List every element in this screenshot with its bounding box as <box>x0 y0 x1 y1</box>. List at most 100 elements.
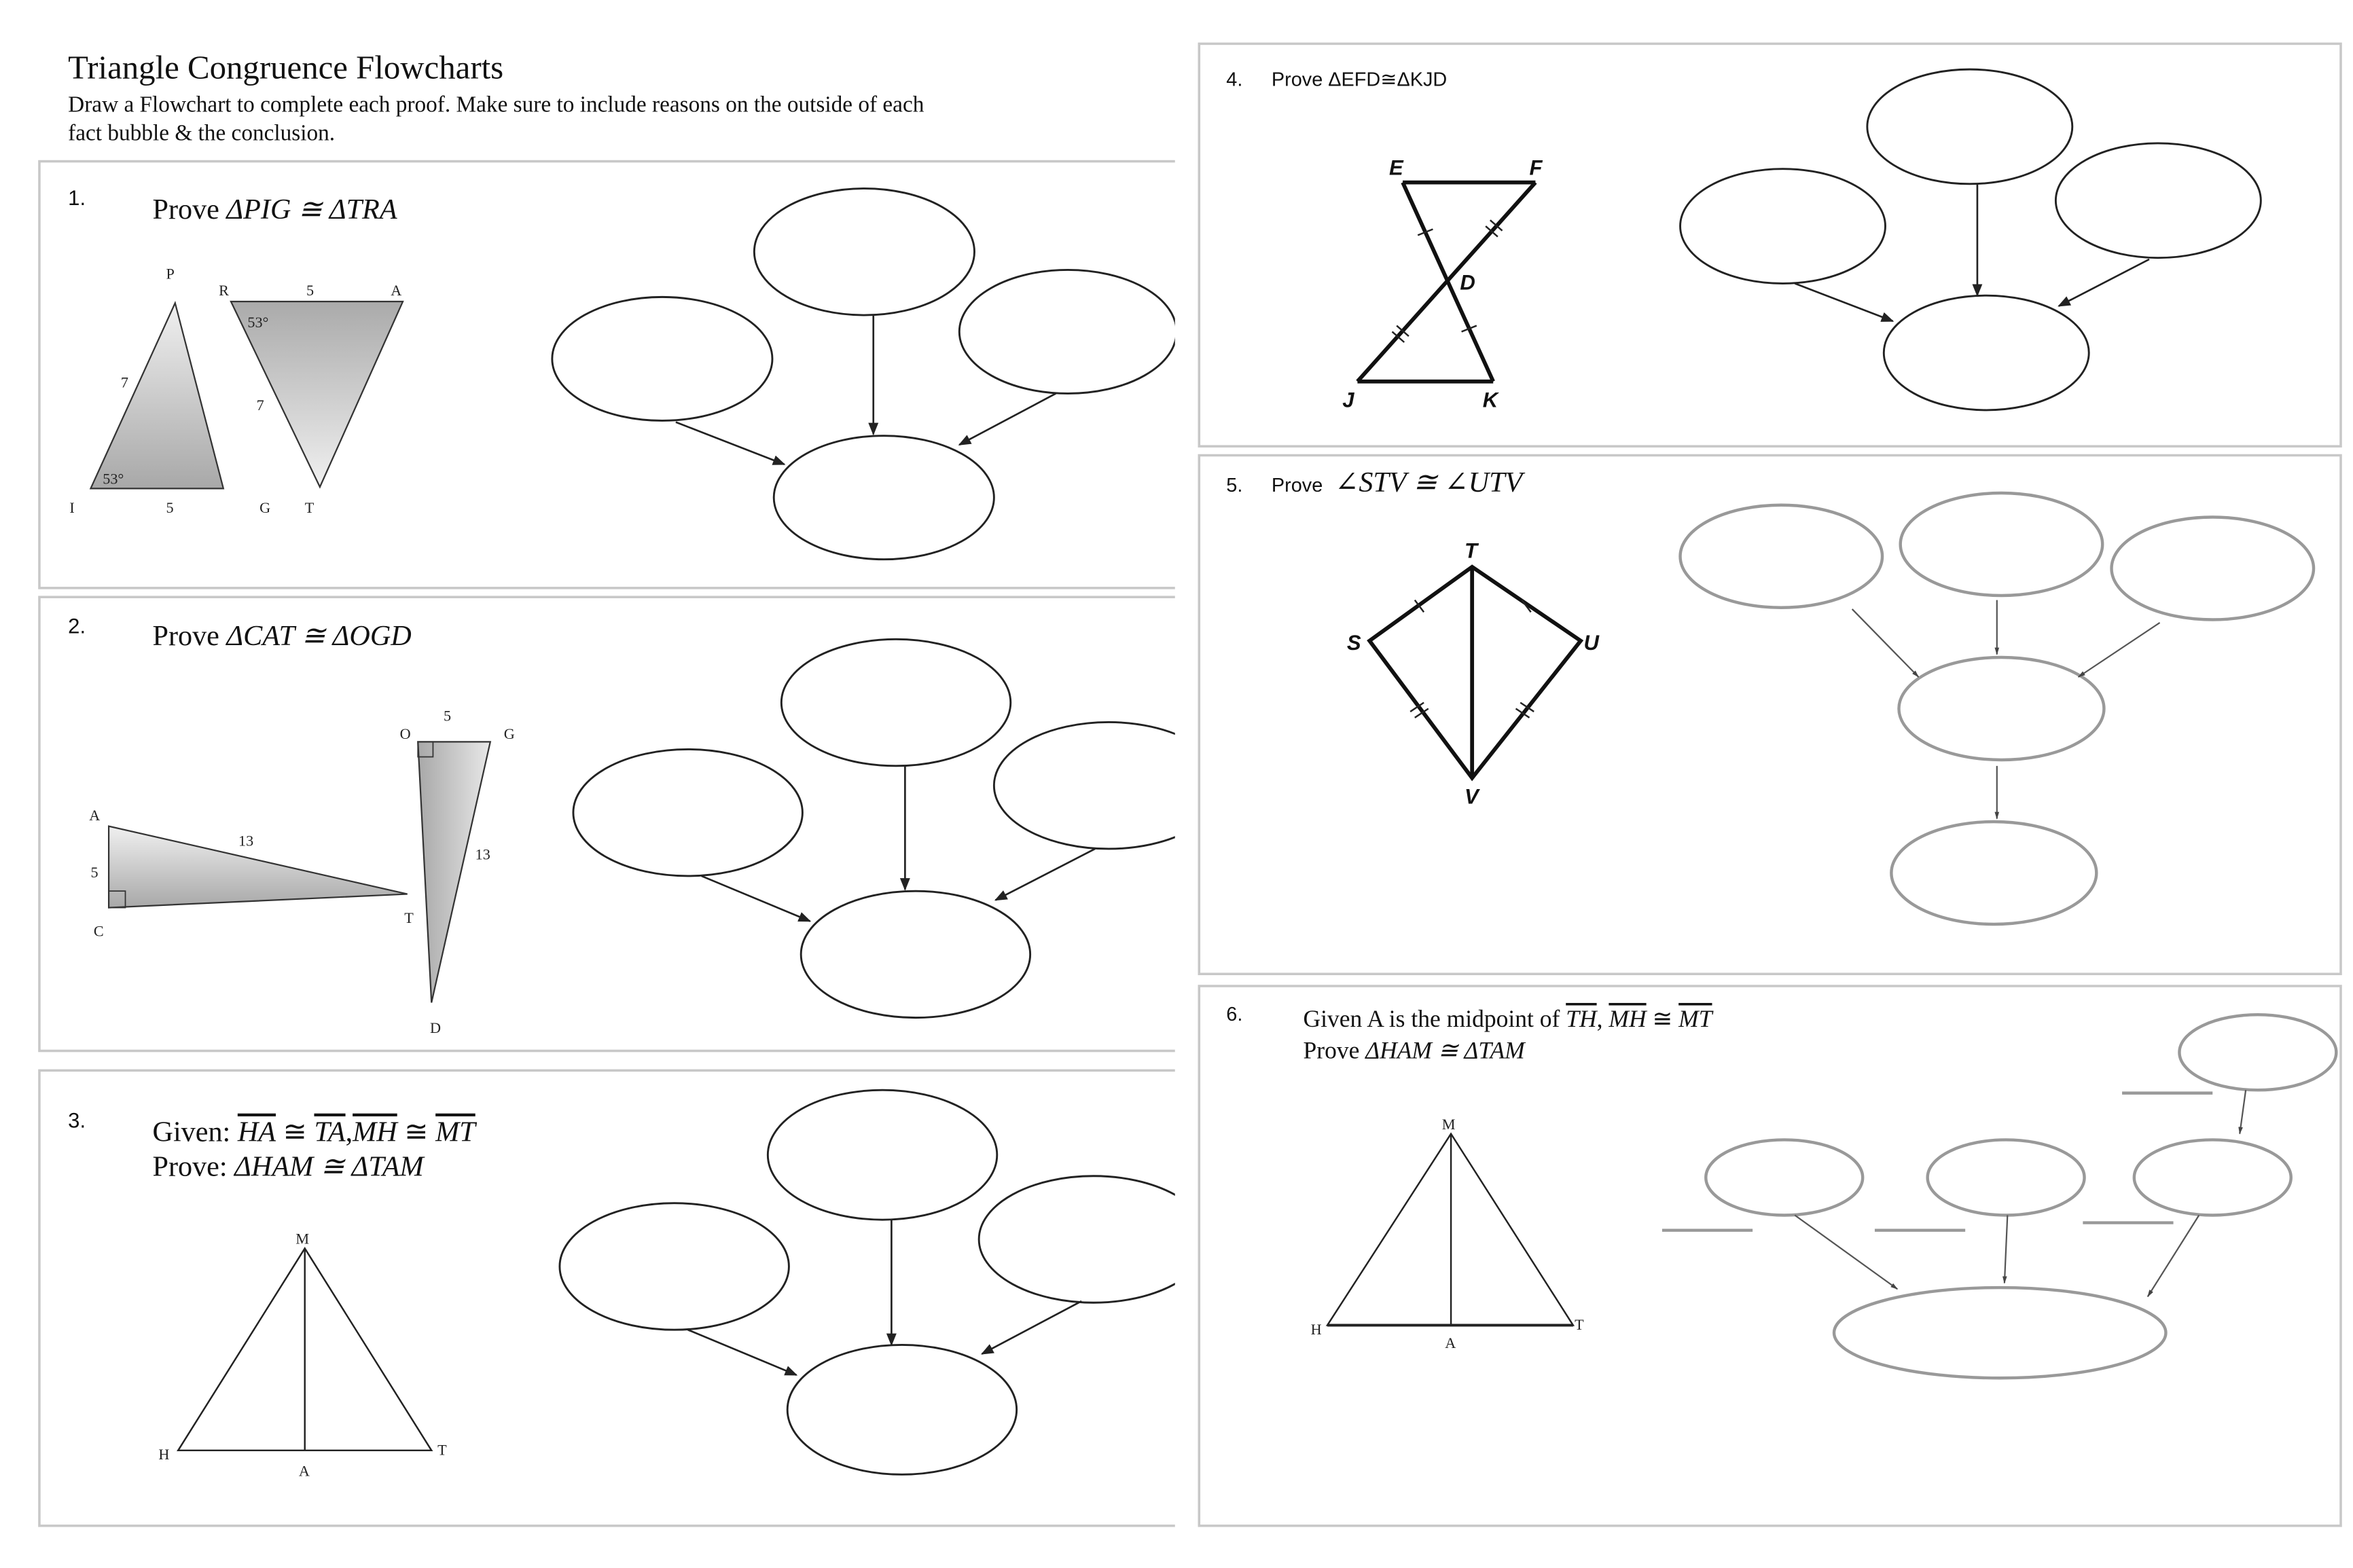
instructions-line2: fact bubble & the conclusion. <box>68 120 335 145</box>
arrow <box>1794 282 1894 323</box>
svg-text:13: 13 <box>475 846 490 863</box>
problem-number: 2. <box>68 614 86 638</box>
svg-text:S: S <box>1347 631 1361 655</box>
arrow <box>687 1328 798 1376</box>
svg-text:5: 5 <box>306 282 314 299</box>
svg-text:E: E <box>1389 156 1404 180</box>
conclusion-bubble[interactable] <box>800 890 1032 1019</box>
fact-bubble[interactable] <box>1704 1138 1865 1217</box>
fact-bubble[interactable] <box>992 721 1223 850</box>
flowchart <box>558 1089 1208 1476</box>
arrow <box>2002 1215 2009 1284</box>
svg-text:R: R <box>219 282 229 299</box>
conclusion-bubble[interactable] <box>772 435 995 561</box>
problem-3: 3. Given: HA ≅ TA,MH ≅ MT Prove: ΔHAM ≅ … <box>68 1089 1208 1480</box>
svg-text:7: 7 <box>121 374 128 391</box>
svg-text:H: H <box>158 1446 169 1463</box>
svg-text:5: 5 <box>166 499 173 516</box>
svg-text:A: A <box>89 807 100 824</box>
svg-text:G: G <box>259 499 270 516</box>
fact-bubble[interactable] <box>551 295 774 422</box>
arrow <box>1851 608 1920 678</box>
fact-bubble[interactable] <box>977 1175 1208 1304</box>
problem-statement: Prove: ΔHAM ≅ ΔTAM <box>152 1151 425 1183</box>
svg-text:F: F <box>1530 156 1543 180</box>
fact-bubble[interactable] <box>2054 142 2262 259</box>
svg-text:P: P <box>166 266 174 282</box>
problem-statement: Prove∠STV ≅ ∠UTV <box>1272 467 1526 498</box>
conclusion-bubble[interactable] <box>1890 820 2098 926</box>
problem-1: 1. Prove ΔPIG ≅ ΔTRA P I 5 G T R 5 A 7 7… <box>68 186 1176 561</box>
arrow <box>980 1300 1082 1355</box>
svg-text:13: 13 <box>238 833 253 850</box>
problem-2: 2. Prove ΔCAT ≅ ΔOGD A 5 C 13 T O 5 G 13… <box>68 614 1223 1036</box>
svg-text:G: G <box>504 725 515 742</box>
svg-text:I: I <box>69 499 74 516</box>
flowchart <box>572 638 1223 1019</box>
svg-text:M: M <box>1442 1116 1456 1133</box>
svg-text:5: 5 <box>444 707 451 724</box>
arrow <box>701 875 812 922</box>
svg-text:T: T <box>1575 1316 1584 1333</box>
fact-bubble[interactable] <box>766 1089 999 1221</box>
fact-bubble[interactable] <box>2178 1013 2338 1092</box>
flowchart <box>1662 1013 2338 1380</box>
svg-text:T: T <box>1465 539 1479 562</box>
svg-text:53°: 53° <box>247 314 268 331</box>
svg-text:53°: 53° <box>103 471 124 488</box>
svg-text:C: C <box>94 923 104 940</box>
arrow <box>2058 258 2150 307</box>
conclusion-bubble[interactable] <box>1832 1286 2168 1380</box>
fact-bubble[interactable] <box>1866 68 2074 185</box>
problem-number: 5. <box>1226 475 1242 496</box>
fact-bubble[interactable] <box>958 268 1176 395</box>
triangle-figure: A 5 C 13 T O 5 G 13 D <box>89 707 515 1036</box>
triangle-figure: M H A T <box>1311 1116 1585 1351</box>
svg-text:D: D <box>1460 270 1475 294</box>
fact-bubble[interactable] <box>558 1202 790 1331</box>
problem-4: 4. Prove ΔEFD≅ΔKJD E F D J K <box>1226 68 2262 412</box>
problem-5: 5. Prove∠STV ≅ ∠UTV T S U V <box>1226 467 2316 926</box>
svg-text:T: T <box>305 499 315 516</box>
arrow <box>958 393 1057 446</box>
given-statement: Given A is the midpoint of TH, MH ≅ MT <box>1303 1005 1713 1032</box>
problem-statement: Prove ΔCAT ≅ ΔOGD <box>152 620 411 652</box>
svg-text:K: K <box>1483 388 1500 412</box>
fact-bubble[interactable] <box>572 748 804 877</box>
svg-text:T: T <box>404 909 414 926</box>
svg-text:7: 7 <box>257 397 264 414</box>
flowchart <box>1678 491 2316 926</box>
fact-bubble[interactable] <box>780 638 1012 767</box>
svg-text:J: J <box>1342 388 1354 412</box>
fact-bubble[interactable] <box>1679 168 1886 285</box>
problem-number: 1. <box>68 186 86 210</box>
instructions: Draw a Flowchart to complete each proof.… <box>68 92 924 117</box>
intermediate-bubble[interactable] <box>1897 655 2106 762</box>
arrow <box>2077 622 2161 678</box>
svg-text:A: A <box>391 282 401 299</box>
svg-text:M: M <box>295 1230 309 1247</box>
svg-text:D: D <box>430 1019 441 1036</box>
fact-bubble[interactable] <box>1926 1138 2086 1217</box>
arrow <box>1794 1214 1899 1290</box>
svg-text:V: V <box>1465 784 1480 808</box>
kite-figure: T S U V <box>1347 539 1600 808</box>
fact-bubble[interactable] <box>1899 491 2104 598</box>
fact-bubble[interactable] <box>753 187 975 316</box>
problem-number: 6. <box>1226 1004 1242 1025</box>
given-statement: Given: HA ≅ TA,MH ≅ MT <box>152 1116 477 1148</box>
svg-text:A: A <box>1445 1334 1456 1351</box>
fact-bubble[interactable] <box>2110 515 2316 621</box>
problem-number: 4. <box>1226 69 1242 91</box>
fact-bubble[interactable] <box>1678 503 1884 609</box>
conclusion-bubble[interactable] <box>1882 294 2090 412</box>
flowchart <box>551 187 1176 561</box>
fact-bubble[interactable] <box>2132 1138 2293 1217</box>
arrow <box>2147 1214 2200 1298</box>
svg-text:A: A <box>299 1463 310 1480</box>
triangle-figure: M H A T <box>158 1230 447 1480</box>
problem-6: 6. Given A is the midpoint of TH, MH ≅ M… <box>1226 1004 2338 1380</box>
conclusion-bubble[interactable] <box>786 1343 1018 1476</box>
flowchart <box>1679 68 2262 412</box>
